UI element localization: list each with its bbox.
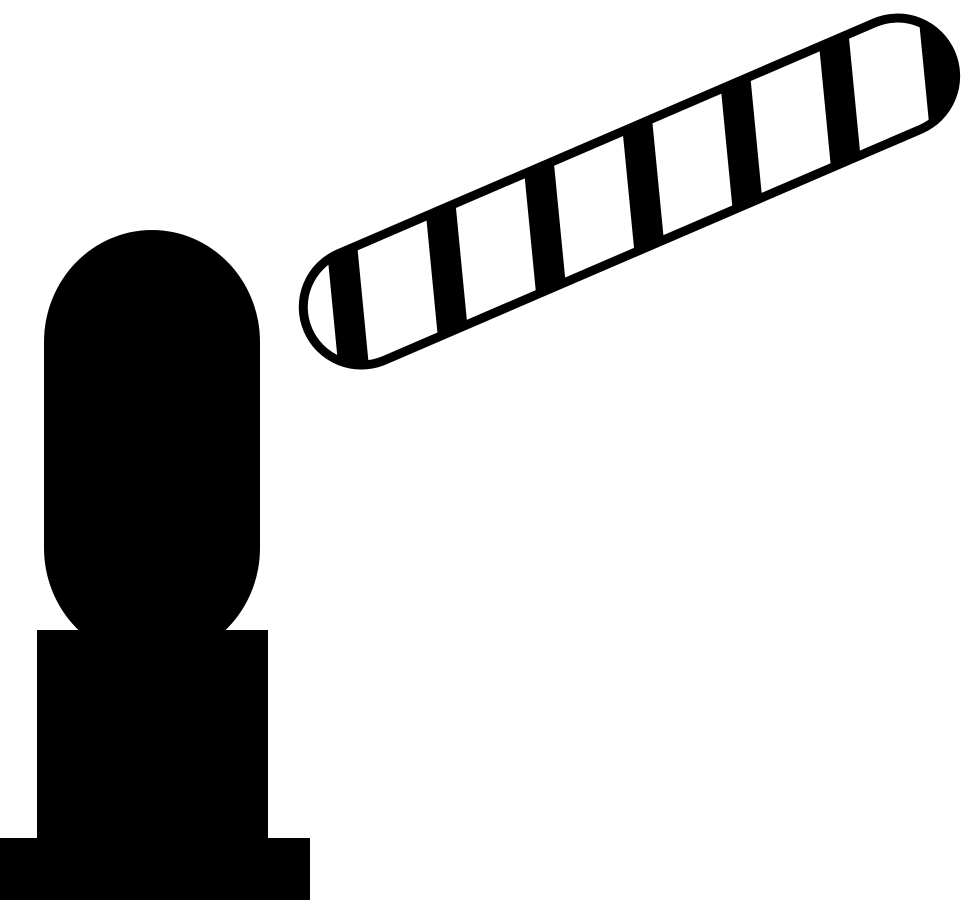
barrier-pedestal [37, 630, 268, 842]
barrier-arm-stripe [817, 16, 863, 186]
barrier-housing [44, 230, 260, 660]
barrier-foot-plate [0, 838, 310, 900]
barrier-arm-outline [298, 13, 961, 370]
barrier-arm-stripe [620, 100, 666, 271]
barrier-arm-stripe [719, 58, 764, 228]
barrier-arm-stripe [424, 185, 469, 355]
barrier-arm-stripe [522, 143, 568, 313]
barrier-arm [298, 0, 961, 384]
